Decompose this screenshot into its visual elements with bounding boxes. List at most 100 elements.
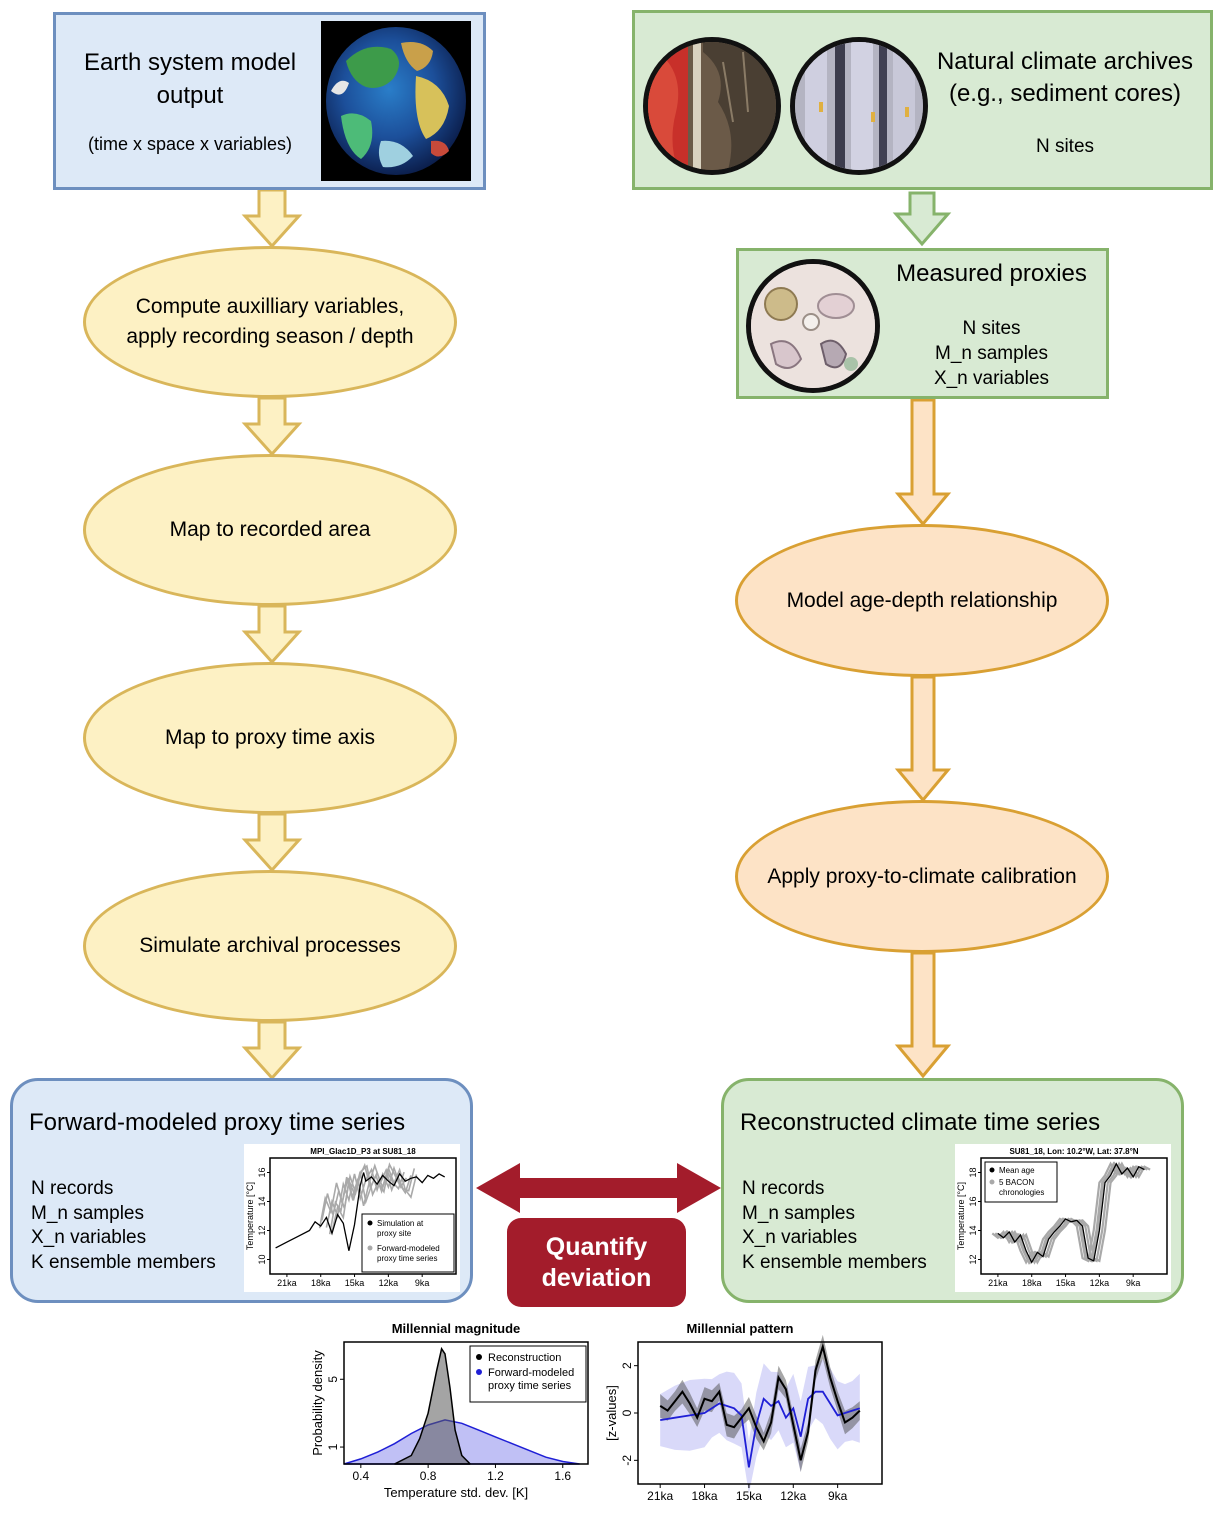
step-compute-auxiliary-label: Compute auxilliary variables, apply reco… (126, 295, 414, 348)
step-map-recorded-area: Map to recorded area (83, 454, 457, 606)
y-tick-label: 0 (620, 1409, 634, 1416)
right-flow-arrows (894, 398, 952, 1079)
reconstructed-box: Reconstructed climate time series N reco… (721, 1078, 1184, 1303)
legend-marker-simulation (367, 1220, 373, 1226)
arrow-calibration-to-recon (894, 951, 952, 1079)
step-simulate-archival: Simulate archival processes (83, 870, 457, 1022)
x-tick-label: 9ka (415, 1278, 430, 1288)
x-tick-label: 9ka (1126, 1278, 1141, 1288)
x-tick-label: 21ka (988, 1278, 1008, 1288)
esm-output-box: Earth system model output (time x space … (53, 12, 486, 190)
step-simulate-archival-label: Simulate archival processes (139, 934, 401, 957)
x-tick-label: 9ka (828, 1489, 848, 1503)
chart-title: MPI_Glac1D_P3 at SU81_18 (310, 1147, 416, 1156)
legend-marker-forward (367, 1245, 373, 1251)
measured-proxies-box: Measured proxies N sites M_n samples X_n… (736, 248, 1109, 399)
archives-title: Natural climate archives (e.g., sediment… (936, 48, 1194, 107)
chart-title: Millennial magnitude (392, 1321, 521, 1336)
x-tick-label: 12ka (1090, 1278, 1110, 1288)
archives-box: Natural climate archives (e.g., sediment… (632, 10, 1213, 190)
step-calibration-label: Apply proxy-to-climate calibration (767, 864, 1077, 888)
left-flow-arrows (241, 188, 303, 1081)
y-axis-label: Temperature [°C] (956, 1182, 966, 1250)
arrow-proxies-to-agedepth (894, 398, 952, 527)
y-tick-label: 14 (257, 1196, 267, 1206)
recon-title: Reconstructed climate time series (740, 1109, 1101, 1136)
esm-subtitle: (time x space x variables) (87, 134, 293, 154)
chart-title: Millennial pattern (687, 1321, 794, 1336)
x-tick-label: 0.4 (352, 1469, 369, 1483)
y-tick-label: 5 (326, 1376, 340, 1383)
proxy-microscope-photo (746, 259, 880, 393)
legend-box (361, 1213, 455, 1273)
x-tick-label: 15ka (345, 1278, 365, 1288)
arrow-axis-to-archival (241, 812, 303, 873)
proxies-info: N sites M_n samples X_n variables (933, 318, 1050, 389)
arrow-esm-to-aux (241, 188, 303, 249)
globe-image (321, 21, 471, 181)
y-tick-label: -2 (620, 1455, 634, 1466)
plot-frame (980, 1157, 1168, 1275)
y-axis-label: [z-values] (604, 1385, 619, 1441)
arrow-agedepth-to-calibration (894, 675, 952, 803)
esm-title: Earth system model output (83, 49, 297, 109)
globe-icon (326, 27, 466, 175)
arrow-aux-to-area (241, 396, 303, 457)
forward-title: Forward-modeled proxy time series (29, 1109, 406, 1136)
x-axis-label: Temperature std. dev. [K] (384, 1485, 528, 1500)
y-tick-label: 2 (620, 1362, 634, 1369)
y-tick-label: 10 (257, 1254, 267, 1264)
plot-frame (343, 1341, 589, 1465)
y-axis-label: Temperature [°C] (245, 1182, 255, 1250)
x-tick-label: 15ka (1056, 1278, 1076, 1288)
y-tick-label: 12 (968, 1254, 978, 1264)
arrow-archives-to-proxies (892, 191, 952, 247)
recon-info: N records M_n samples X_n variables K en… (742, 1178, 927, 1273)
step-calibration: Apply proxy-to-climate calibration (735, 800, 1109, 953)
step-map-proxy-time-axis: Map to proxy time axis (83, 662, 457, 814)
x-tick-label: 0.8 (420, 1469, 437, 1483)
x-tick-label: 1.6 (554, 1469, 571, 1483)
forward-modeled-box: Forward-modeled proxy time series N reco… (10, 1078, 473, 1303)
legend-marker-mean-age (989, 1167, 995, 1173)
mean-age-series-line (997, 1162, 1145, 1264)
legend-box (984, 1161, 1058, 1203)
foraminifera-photo-icon (751, 264, 875, 388)
x-tick-label: 18ka (311, 1278, 331, 1288)
sediment-core-photo-icon (648, 42, 776, 170)
y-axis-label: Probability density (310, 1350, 325, 1456)
reconstruction-density-area (394, 1346, 471, 1465)
x-tick-label: 15ka (736, 1489, 762, 1503)
proxies-title: Measured proxies (896, 260, 1087, 287)
y-tick-label: 14 (968, 1225, 978, 1235)
x-tick-label: 18ka (1022, 1278, 1042, 1288)
chart-title: SU81_18, Lon: 10.2°W, Lat: 37.8°N (1009, 1147, 1138, 1156)
reconstruction-uncertainty-band (660, 1334, 860, 1473)
quantify-deviation-badge: Quantify deviation (507, 1218, 686, 1307)
legend-marker-reconstruction (476, 1354, 482, 1360)
legend-label-mean-age: Mean age (999, 1166, 1035, 1175)
step-map-proxy-time-axis-label: Map to proxy time axis (164, 726, 376, 749)
forward-density-area (343, 1419, 580, 1465)
arrow-area-to-axis (241, 604, 303, 665)
comparison-double-arrow (476, 1163, 721, 1213)
quantify-deviation-label: Quantify deviation (541, 1232, 652, 1292)
recon-chart: SU81_18, Lon: 10.2°W, Lat: 37.8°N 21ka 18k… (956, 1147, 1168, 1288)
forward-modeled-series-line (331, 1165, 418, 1233)
y-tick-label: 16 (968, 1196, 978, 1206)
simulation-series-line (275, 1172, 446, 1251)
forward-info: N records M_n samples X_n variables K en… (31, 1178, 216, 1273)
x-tick-label: 12ka (379, 1278, 399, 1288)
bacon-chronology-line (995, 1161, 1144, 1265)
y-tick-label: 16 (257, 1167, 267, 1177)
